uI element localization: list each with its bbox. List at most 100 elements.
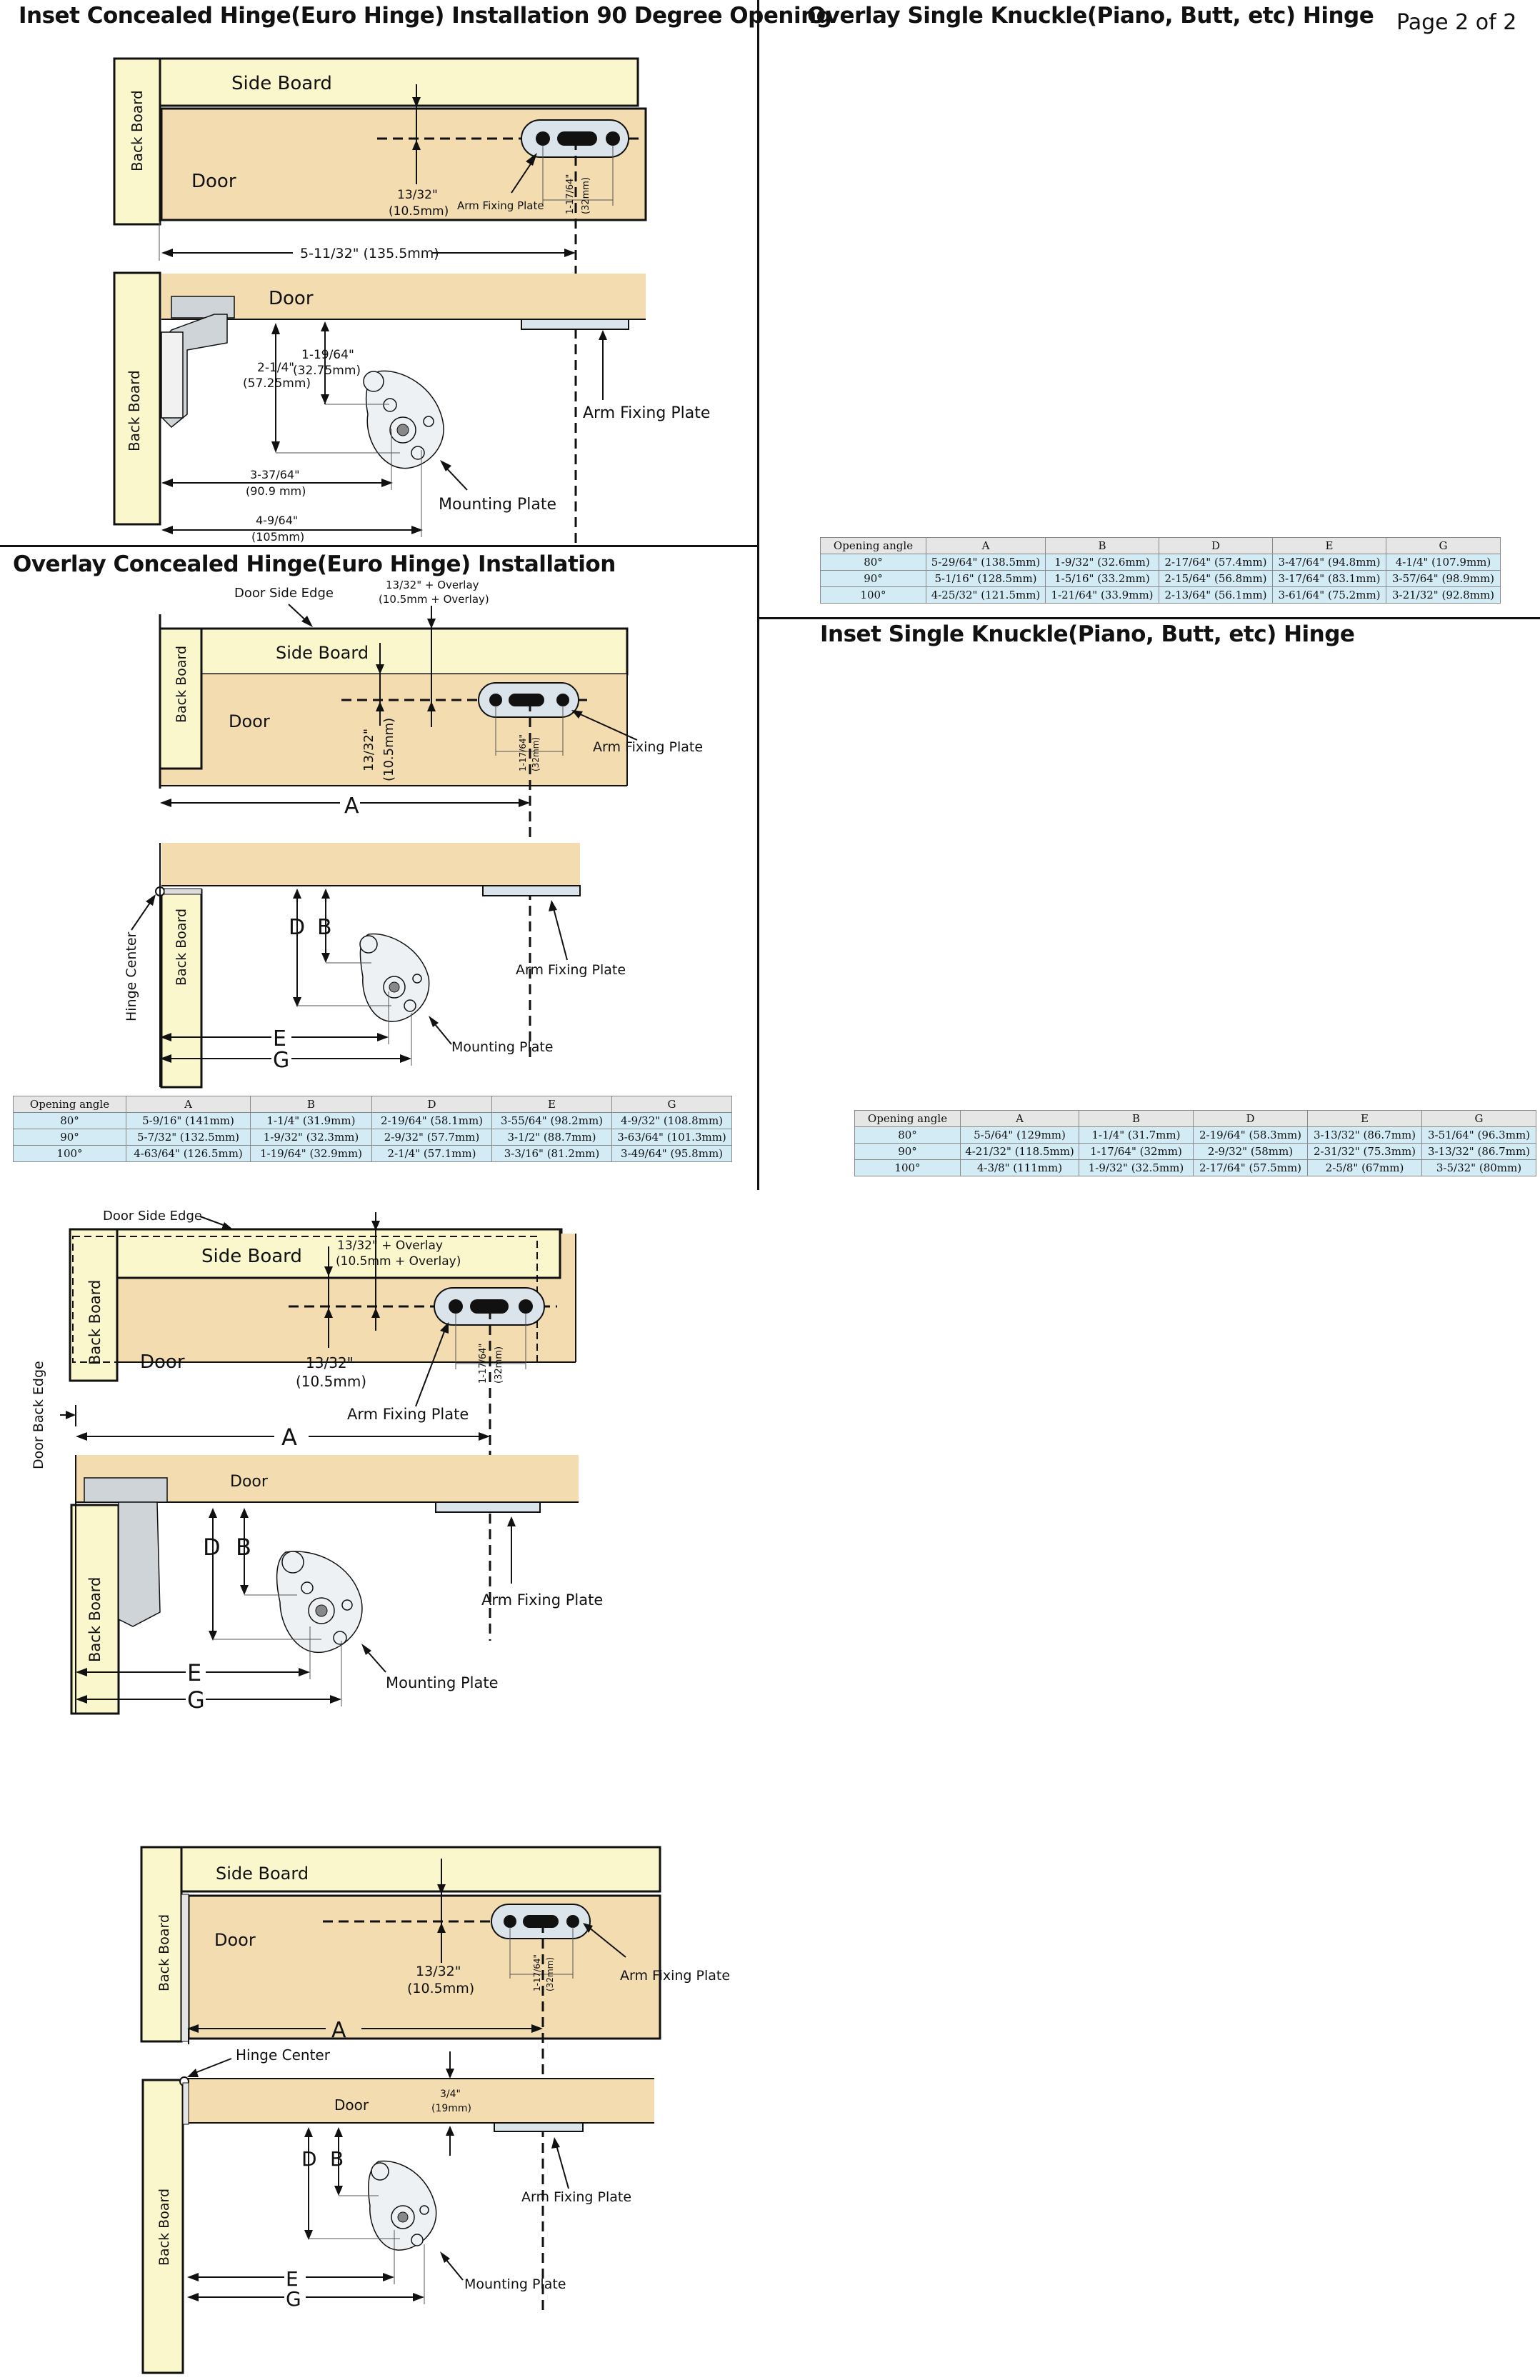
cell: 3-61/64" (75.2mm) — [1272, 586, 1386, 604]
th-b: B — [1045, 537, 1159, 554]
th-a: A — [926, 537, 1046, 554]
cell: 3-3/16" (81.2mm) — [491, 1145, 612, 1162]
cell: 90° — [13, 1129, 126, 1146]
tl-dim-offset: 13/32" — [397, 188, 438, 202]
br-dim-offset-mm: (10.5mm) — [407, 1981, 474, 1996]
cell: 3-13/32" (86.7mm) — [1421, 1143, 1536, 1160]
table-header-row: Opening angle A B D E G — [854, 1110, 1536, 1127]
cell: 90° — [820, 570, 926, 587]
bl-door-side-edge: Door Side Edge — [103, 1209, 202, 1224]
br-thick-mm: (19mm) — [431, 2103, 471, 2114]
cell: 3-17/64" (83.1mm) — [1272, 570, 1386, 587]
table-header-row: Opening angle A B D E G — [13, 1096, 732, 1113]
cell: 2-1/4" (57.1mm) — [371, 1145, 492, 1162]
title-inset-concealed: Inset Concealed Hinge(Euro Hinge) Instal… — [19, 3, 832, 29]
tl-door: Door — [191, 171, 236, 192]
cell: 100° — [854, 1159, 961, 1176]
cell: 2-9/32" (58mm) — [1193, 1143, 1308, 1160]
title-overlay-single-knuckle: Overlay Single Knuckle(Piano, Butt, etc)… — [807, 3, 1374, 29]
th-g: G — [1386, 537, 1501, 554]
bl-dim-32: 1-17/64" — [478, 1344, 489, 1384]
bl-a: A — [281, 1424, 297, 1451]
tr-door-side-edge: Door Side Edge — [234, 586, 334, 601]
tr-arm-plate2: Arm Fixing Plate — [516, 962, 626, 978]
th-a: A — [960, 1110, 1079, 1127]
cell: 3-21/32" (92.8mm) — [1386, 586, 1501, 604]
cell: 5-9/16" (141mm) — [126, 1112, 251, 1129]
tl-dim-a1: 2-1/4" — [257, 361, 294, 375]
bl-dim-32-mm: (32mm) — [494, 1346, 504, 1384]
br-arm-plate2: Arm Fixing Plate — [521, 2189, 631, 2205]
cell: 90° — [854, 1143, 961, 1160]
br-dim-32: 1-17/64" — [532, 1954, 542, 1991]
cell: 4-63/64" (126.5mm) — [126, 1145, 251, 1162]
cell: 3-55/64" (98.2mm) — [491, 1112, 612, 1129]
br-dim-offset: 13/32" — [416, 1964, 461, 1979]
cell: 5-29/64" (138.5mm) — [926, 554, 1046, 571]
table-inset-single-knuckle: Opening angle A B D E G 80° 5-5/64" (129… — [854, 1110, 1536, 1176]
th-b: B — [250, 1096, 372, 1113]
table-row: 100° 4-25/32" (121.5mm) 1-21/64" (33.9mm… — [820, 586, 1501, 604]
cell: 80° — [820, 554, 926, 571]
th-angle: Opening angle — [13, 1096, 126, 1113]
tr-side-board: Side Board — [276, 643, 369, 663]
br-back-board2: Back Board — [156, 2189, 172, 2266]
tl-arm-plate-small: Arm Fixing Plate — [457, 199, 544, 212]
cell: 3-57/64" (98.9mm) — [1386, 570, 1501, 587]
table-row: 90° 5-7/32" (132.5mm) 1-9/32" (32.3mm) 2… — [13, 1129, 732, 1146]
table-overlay-single-knuckle: Opening angle A B D E G 80° 5-29/64" (13… — [820, 537, 1501, 604]
th-angle: Opening angle — [854, 1110, 961, 1127]
cell: 2-9/32" (57.7mm) — [371, 1129, 492, 1146]
tr-overlay-dim: 13/32" + Overlay — [386, 579, 479, 591]
page-label: Page 2 of 2 — [1396, 10, 1517, 35]
cell: 3-13/32" (86.7mm) — [1307, 1126, 1422, 1144]
cell: 1-5/16" (33.2mm) — [1045, 570, 1159, 587]
diagram-overlay-concealed: Door Side Edge Side Board 13/32" + Overl… — [31, 1209, 603, 1715]
tl-dim-b1-mm: (32.75mm) — [293, 364, 361, 378]
bl-e: E — [187, 1659, 201, 1686]
tl-arm-plate: Arm Fixing Plate — [583, 404, 710, 422]
br-d: D — [301, 2147, 317, 2171]
title-inset-single-knuckle: Inset Single Knuckle(Piano, Butt, etc) H… — [820, 621, 1355, 647]
cell: 5-1/16" (128.5mm) — [926, 570, 1046, 587]
table-row: 100° 4-63/64" (126.5mm) 1-19/64" (32.9mm… — [13, 1145, 732, 1162]
table-overlay-concealed: Opening angle A B D E G 80° 5-9/16" (141… — [13, 1096, 732, 1162]
table-row: 80° 5-29/64" (138.5mm) 1-9/32" (32.6mm) … — [820, 554, 1501, 571]
tr-mounting-plate: Mounting Plate — [451, 1039, 554, 1055]
bl-arm-plate: Arm Fixing Plate — [347, 1406, 469, 1423]
tr-dim-offset-v: 13/32" — [361, 729, 376, 771]
diagram-inset-single-knuckle: Side Board Back Board Door 13/32" (10.5m… — [140, 1846, 730, 2374]
tl-mounting-plate: Mounting Plate — [439, 496, 556, 514]
cell: 1-1/4" (31.7mm) — [1079, 1126, 1194, 1144]
cell: 2-13/64" (56.1mm) — [1159, 586, 1273, 604]
divider-right-horizontal — [759, 617, 1540, 619]
br-side-board: Side Board — [216, 1864, 309, 1884]
cell: 3-5/32" (80mm) — [1421, 1159, 1536, 1176]
tl-back-board2: Back Board — [126, 370, 143, 451]
cell: 4-9/32" (108.8mm) — [611, 1112, 732, 1129]
tl-back-board: Back Board — [129, 90, 146, 171]
cell: 3-1/2" (88.7mm) — [491, 1129, 612, 1146]
th-angle: Opening angle — [820, 537, 926, 554]
bl-back-board2: Back Board — [86, 1577, 104, 1662]
bl-mounting-plate: Mounting Plate — [386, 1674, 499, 1691]
cell: 1-9/32" (32.3mm) — [250, 1129, 372, 1146]
cell: 1-1/4" (31.9mm) — [250, 1112, 372, 1129]
th-g: G — [611, 1096, 732, 1113]
th-e: E — [491, 1096, 612, 1113]
diagram-inset-concealed: Side Board Back Board Door 13/32" (10.5m… — [113, 57, 710, 544]
th-b: B — [1079, 1110, 1194, 1127]
br-arm-plate: Arm Fixing Plate — [620, 1968, 730, 1984]
tr-dim-offset-v-mm: (10.5mm) — [381, 718, 396, 781]
tr-dim-32-mm: (32mm) — [531, 737, 541, 771]
bl-overlay-dim: 13/32" + Overlay — [337, 1239, 443, 1253]
bl-side-board: Side Board — [201, 1246, 302, 1267]
tl-dim-32: 1-17/64" — [565, 174, 576, 214]
bl-dim-offset: 13/32" — [306, 1354, 354, 1371]
bl-door2: Door — [230, 1473, 269, 1491]
cell: 3-47/64" (94.8mm) — [1272, 554, 1386, 571]
cell: 100° — [820, 586, 926, 604]
table-row: 100° 4-3/8" (111mm) 1-9/32" (32.5mm) 2-1… — [854, 1159, 1536, 1176]
cell: 4-25/32" (121.5mm) — [926, 586, 1046, 604]
bl-d: D — [203, 1534, 221, 1561]
